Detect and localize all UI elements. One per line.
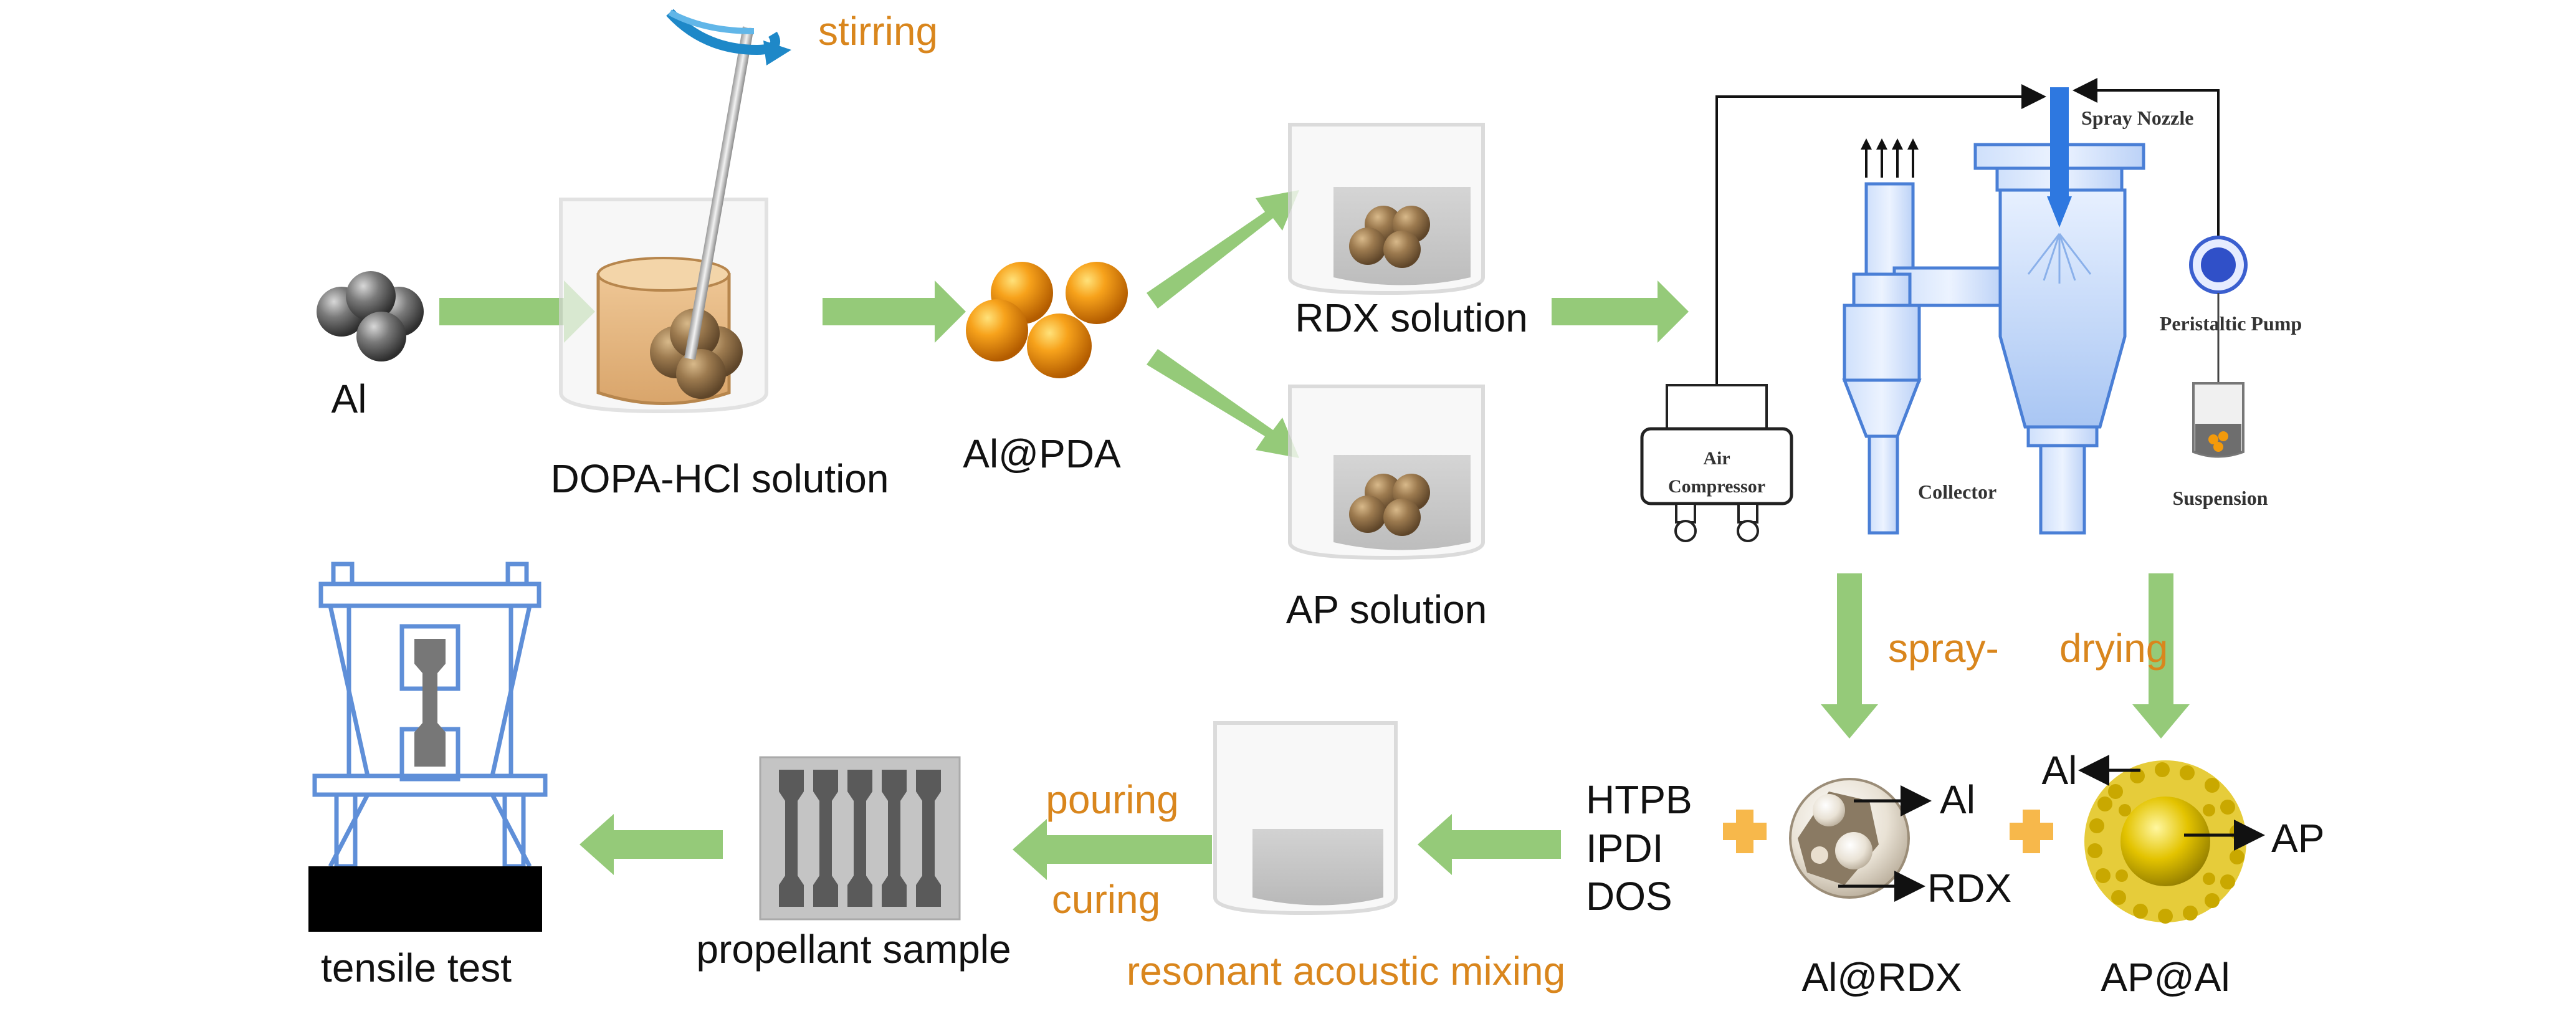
ap-al-particle: [2078, 755, 2265, 924]
label-peristaltic-pump: Peristaltic Pump: [2160, 312, 2302, 335]
label-propellant-sample: propellant sample: [696, 927, 1011, 972]
label-curing: curing: [1052, 877, 1160, 922]
stirrer: [666, 9, 791, 360]
label-al-rdx-inner-rdx: RDX: [1927, 866, 2011, 911]
arrow-to-mixing: [1418, 814, 1561, 875]
al-particles: [317, 271, 424, 361]
label-dopa-solution: DOPA-HCl solution: [551, 456, 889, 501]
label-dos: DOS: [1586, 874, 1672, 919]
label-collector: Collector: [1918, 481, 1996, 503]
mixing-beaker: [1213, 721, 1398, 916]
arrow-to-sample: [1013, 819, 1212, 880]
label-ap-al-inner-ap: AP: [2271, 816, 2324, 861]
arrow-alpda-to-rdx: [1147, 190, 1299, 309]
label-spray: spray-: [1888, 626, 1999, 671]
arrow-dopa-to-alpda: [823, 280, 966, 343]
rdx-beaker: [1288, 123, 1485, 295]
arrow-rdx-to-spray: [1552, 280, 1689, 343]
arrow-spray-down-right: [2132, 573, 2190, 739]
arrow-spray-down-left: [1821, 573, 1878, 739]
arrow-alpda-to-ap: [1147, 349, 1299, 458]
tensile-specimen: [414, 639, 446, 767]
dopa-beaker: [559, 198, 768, 414]
label-htpb: HTPB: [1586, 777, 1692, 822]
arrow-al-to-dopa: [439, 280, 595, 343]
alpda-particles: [966, 262, 1128, 378]
label-ap-al-outer-al: Al: [2042, 748, 2077, 793]
label-spray-nozzle: Spray Nozzle: [2081, 107, 2193, 129]
label-ipdi: IPDI: [1586, 826, 1663, 871]
label-al-pda: Al@PDA: [963, 431, 1121, 476]
tensile-base: [308, 866, 542, 932]
spray-dryer: Air Compressor Collector: [1640, 78, 2302, 542]
flow-arrows: [439, 190, 2190, 880]
arrow-to-tensile: [580, 814, 723, 875]
label-al: Al: [332, 376, 367, 421]
al-rdx-particle: [1789, 778, 1932, 902]
plus-signs: [1723, 810, 2053, 853]
label-air: Air: [1703, 448, 1730, 469]
label-drying: drying: [2059, 626, 2168, 671]
label-rdx-solution: RDX solution: [1295, 295, 1528, 340]
label-stirring: stirring: [818, 9, 938, 54]
label-ap-al: AP@Al: [2101, 955, 2230, 1000]
label-al-rdx-inner-al: Al: [1940, 777, 1975, 822]
propellant-sample-photo: [759, 756, 961, 921]
label-pouring: pouring: [1046, 777, 1179, 822]
label-ap-solution: AP solution: [1286, 587, 1487, 632]
label-suspension: Suspension: [2173, 487, 2268, 509]
ap-beaker: [1288, 385, 1485, 560]
label-resonant-mixing: resonant acoustic mixing: [1127, 949, 1565, 993]
label-tensile-test: tensile test: [321, 945, 512, 990]
label-compressor: Compressor: [1668, 476, 1765, 497]
label-al-rdx: Al@RDX: [1802, 955, 1962, 1000]
